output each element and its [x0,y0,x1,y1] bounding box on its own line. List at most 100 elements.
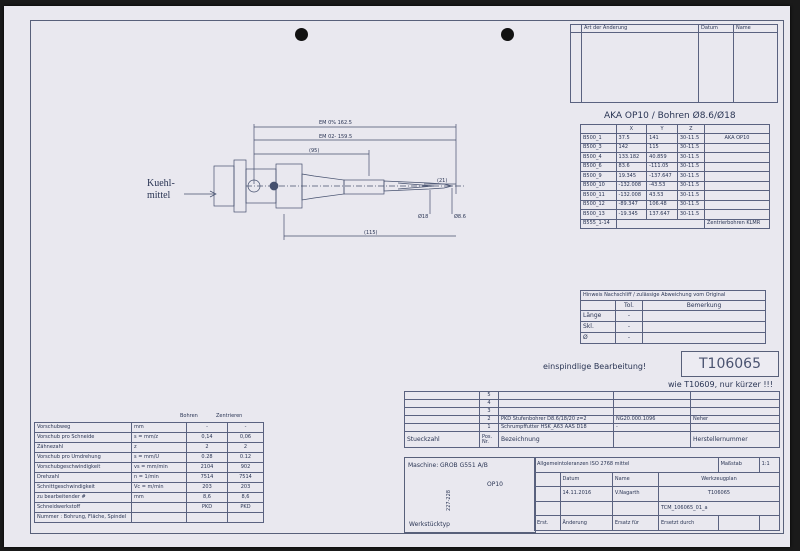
cutting-row-center [227,512,264,523]
drawing-frame [30,20,784,534]
dia-18: Ø18 [418,213,428,220]
regrind-row-label: Ø [580,332,616,344]
regrind-remark-header: Bemerkung [642,300,766,311]
tolerance-note: Allgemeintoleranzen ISO 2768 mittel [534,457,719,473]
parts-number-cell [613,391,691,400]
parts-maker-cell [690,391,780,400]
program-row-note [703,142,771,153]
program-row-id: B500_11 [580,190,617,201]
coolant-label: Kuehl- mittel [147,178,175,201]
parts-number-cell: - [613,423,691,432]
program-row-x: -19.345 [615,209,648,220]
program-row-note [703,171,771,182]
machine-block: Maschine: GROB G551 A/B OP10 227-228 Wer… [404,457,536,533]
program-row-x: -132.008 [615,180,648,191]
cutting-row-symbol: mm [131,422,187,433]
parts-maker-header: Herstellernummer [690,431,780,448]
program-row-x: 19.345 [615,171,648,182]
program-row-x: 133.182 [615,152,648,163]
machine-op: OP10 [487,481,503,488]
parts-pos-cell: 2 [479,415,499,424]
drawing-title: Werkzeugplan [658,471,780,488]
dia-86: Ø8.6 [454,213,466,220]
program-row-z: 30-11.5 [676,133,705,144]
parts-desc-cell: PKD Stufenbohrer D8.6/18/20 z=2 [498,415,614,424]
program-col-header: X [615,124,648,134]
program-footer-id: B555_1-14 [580,218,617,229]
cutting-row-drill: - [186,422,228,433]
program-col-header: Z [676,124,705,134]
cutting-row-symbol: vs = mm/min [131,462,187,473]
dim-115: (115) [364,230,377,236]
program-row-y: 137.647 [646,209,678,220]
cutting-row-center: - [227,422,264,433]
program-row-id: B500_12 [580,199,617,210]
program-row-id: B500_10 [580,180,617,191]
name-label: Name [611,471,660,488]
cutting-row-drill: 0,14 [186,432,228,443]
program-row-z: 30-11.5 [676,209,705,220]
program-row-note [703,199,771,210]
parts-maker-cell [690,399,780,408]
parts-desc-header: Bezeichnung [498,431,614,448]
cutting-row-center: 0,06 [227,432,264,443]
program-row-id: B500_13 [580,209,617,220]
program-row-note [703,190,771,201]
regrind-row-tol: - [615,321,643,333]
program-row-y: 43.53 [646,190,678,201]
regrind-row-remark [642,321,766,333]
program-row-z: 30-11.5 [676,161,705,172]
drawn-name: V.Nagarth [611,486,660,502]
cutting-row-symbol: s = mm/U [131,452,187,463]
revision-table: Art der Änderung Datum Name [570,24,778,103]
program-row-note [703,152,771,163]
cutting-col-center: Zentrieren [216,413,243,419]
regrind-title: Hinweis Nachschliff / zulässige Abweichu… [580,290,766,301]
cutting-row-label: zu bearbeitender # [34,492,132,503]
scale-value: 1:1 [758,457,781,473]
program-footer-blank [615,218,705,229]
program-note-header [703,124,771,134]
program-row-z: 30-11.5 [676,190,705,201]
cutting-row-label: Drehzahl [34,472,132,483]
machine-vertical-code: 227-228 [445,490,452,511]
program-row-x: -89.347 [615,199,648,210]
parts-number-cell: NG20.000.1096 [613,415,691,424]
machine-label: Maschine: [408,462,439,469]
parts-maker-cell: Neher [690,415,780,424]
cutting-row-drill: 0.28 [186,452,228,463]
parts-qty-cell [404,391,480,400]
regrind-row-tol: - [615,332,643,344]
status-blank [717,515,760,531]
parts-qty-cell [404,407,480,416]
cutting-row-drill: 2 [186,442,228,453]
cutting-row-label: Vorschubweg [34,422,132,433]
cutting-row-center: 8,6 [227,492,264,503]
parts-pos-header: Pos. Nr. [479,431,499,448]
regrind-row-remark [642,310,766,322]
parts-maker-cell [690,423,780,432]
program-row-y: 141 [646,133,678,144]
program-row-z: 30-11.5 [676,152,705,163]
cutting-row-drill: PKD [186,502,228,513]
cutting-row-drill [186,512,228,523]
cutting-row-drill: 8,6 [186,492,228,503]
revision-date-header: Datum [698,24,734,33]
program-row-y: 40.859 [646,152,678,163]
program-row-x: 142 [615,142,648,153]
program-row-note: AKA OP10 [703,133,771,144]
punch-hole-left [295,28,308,41]
parts-pos-cell: 1 [479,423,499,432]
program-row-y: -111.05 [646,161,678,172]
program-row-x: 37.5 [615,133,648,144]
cutting-col-drill: Bohren [180,413,198,419]
